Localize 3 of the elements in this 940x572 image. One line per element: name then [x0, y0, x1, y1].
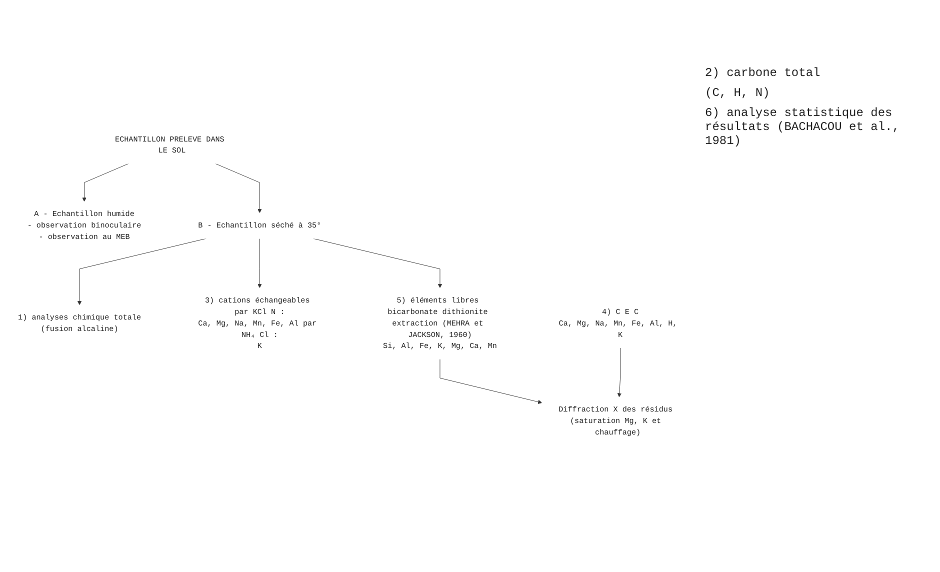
note-text: (C, H, N)	[705, 86, 771, 100]
note-text: 2) carbone total	[705, 66, 822, 80]
note-text: 6) analyse statistique des résultats (BACHACOU et al., 1981)	[705, 106, 900, 148]
